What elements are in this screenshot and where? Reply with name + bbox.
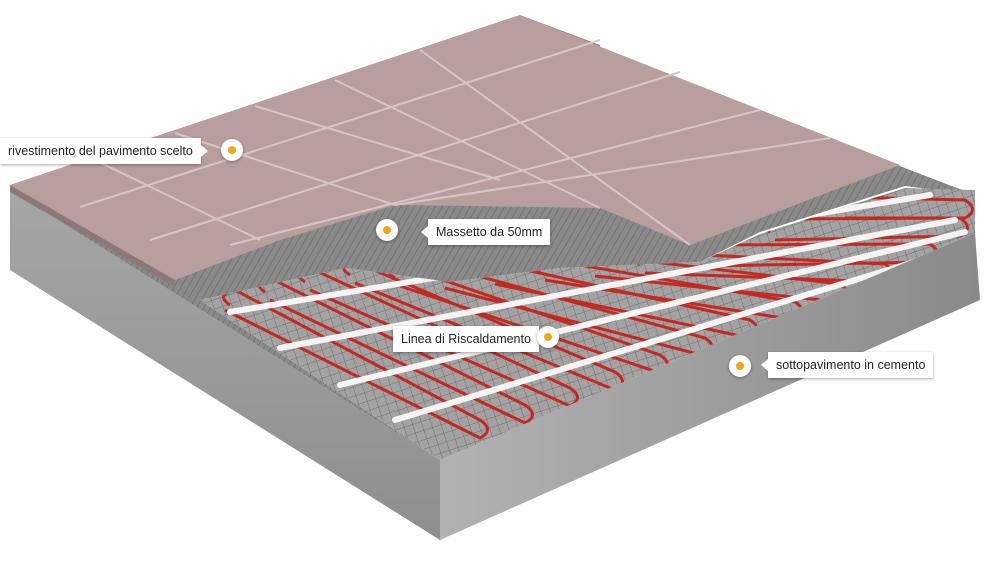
hotspot-subfloor[interactable]: [729, 355, 751, 377]
label-floor-covering: rivestimento del pavimento scelto: [0, 138, 201, 164]
label-subfloor: sottopavimento in cemento: [768, 352, 933, 378]
label-screed: Massetto da 50mm: [428, 219, 550, 245]
hotspot-screed[interactable]: [376, 219, 398, 241]
label-subfloor-text: sottopavimento in cemento: [776, 358, 925, 372]
label-floor-covering-text: rivestimento del pavimento scelto: [8, 144, 193, 158]
label-screed-text: Massetto da 50mm: [436, 225, 542, 239]
label-heating-line-text: Linea di Riscaldamento: [401, 332, 531, 346]
label-heating-line: Linea di Riscaldamento: [393, 326, 539, 352]
hotspot-floor-covering[interactable]: [221, 139, 243, 161]
hotspot-heating-line[interactable]: [537, 326, 559, 348]
